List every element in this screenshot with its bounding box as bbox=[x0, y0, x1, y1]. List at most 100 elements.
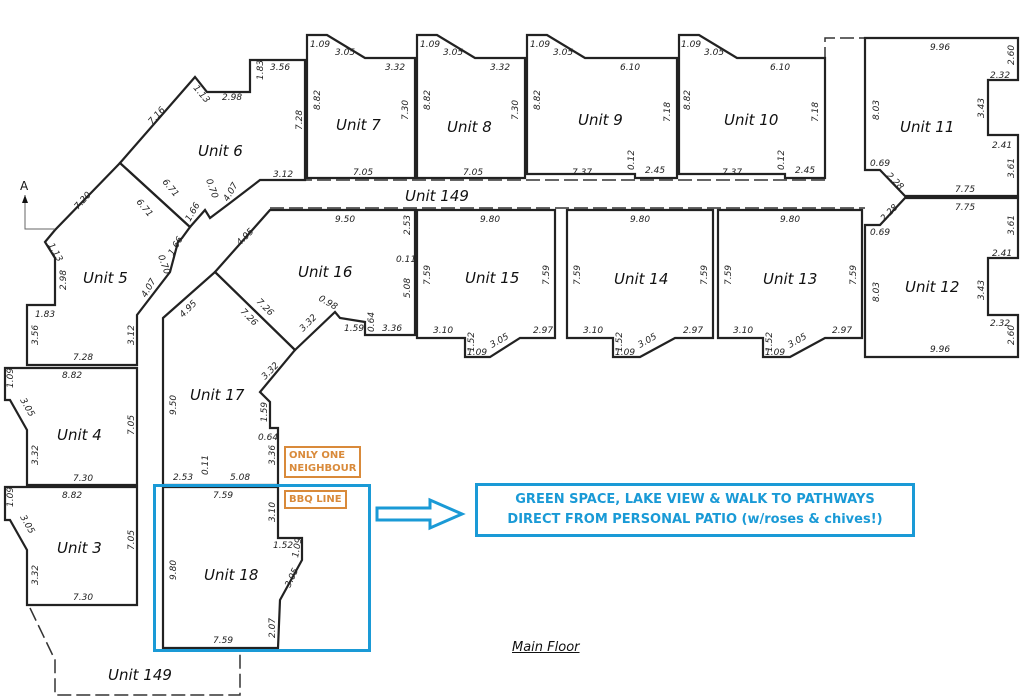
unit-18-highlight bbox=[153, 484, 371, 652]
dim: 1.09 bbox=[467, 348, 487, 358]
dim: 1.09 bbox=[765, 348, 785, 358]
dim: 7.30 bbox=[73, 474, 93, 484]
dim: 3.36 bbox=[382, 324, 402, 334]
dim: 3.61 bbox=[1007, 158, 1017, 178]
dim: 3.05 bbox=[17, 397, 36, 420]
dim: 6.10 bbox=[620, 63, 640, 73]
dim: 0.69 bbox=[870, 228, 890, 238]
dim: 8.82 bbox=[313, 90, 323, 110]
dim: 2.60 bbox=[1007, 45, 1017, 65]
dim: 3.10 bbox=[583, 326, 603, 336]
dim: 7.59 bbox=[724, 265, 734, 285]
callout-line: DIRECT FROM PERSONAL PATIO (w/roses & ch… bbox=[507, 512, 883, 527]
unit-15[interactable]: Unit 15 9.80 7.59 7.59 3.10 1.52 1.09 3.… bbox=[415, 208, 557, 359]
unit-149-bottom-label: Unit 149 bbox=[108, 666, 172, 684]
section-marker-a: A bbox=[20, 179, 55, 230]
dim: 3.32 bbox=[490, 63, 510, 73]
dim: 3.10 bbox=[433, 326, 453, 336]
dim: 2.53 bbox=[173, 473, 193, 483]
dim: 9.80 bbox=[480, 215, 500, 225]
unit-14[interactable]: Unit 14 9.80 7.59 7.59 3.10 1.52 1.09 3.… bbox=[565, 208, 715, 359]
note-line: NEIGHBOUR bbox=[289, 463, 357, 474]
unit-label: Unit 5 bbox=[83, 269, 128, 287]
dim: 3.32 bbox=[31, 445, 41, 465]
dim: 6.71 bbox=[160, 178, 181, 200]
dim: 8.82 bbox=[62, 491, 82, 501]
dim: 1.66 bbox=[184, 201, 203, 224]
dim: 2.97 bbox=[683, 326, 703, 336]
dim: 7.28 bbox=[73, 353, 93, 363]
dim: 8.82 bbox=[62, 371, 82, 381]
dim: 7.26 bbox=[238, 307, 259, 328]
dim: 1.09 bbox=[291, 537, 304, 559]
dim: 7.05 bbox=[127, 415, 137, 435]
dim: 7.59 bbox=[849, 265, 859, 285]
unit-9[interactable]: Unit 9 1.09 3.05 6.10 8.82 7.18 7.37 0.1… bbox=[525, 33, 679, 180]
dim: 2.97 bbox=[533, 326, 553, 336]
dim: 2.97 bbox=[832, 326, 852, 336]
unit-label: Unit 11 bbox=[900, 118, 954, 136]
dim: 2.53 bbox=[403, 215, 413, 235]
dim: 3.56 bbox=[270, 63, 290, 73]
dim: 3.05 bbox=[443, 48, 463, 58]
dim: 0.70 bbox=[155, 254, 171, 277]
arrow-up-icon bbox=[22, 195, 28, 203]
unit-label: Unit 17 bbox=[190, 386, 245, 404]
dim: 0.69 bbox=[870, 159, 890, 169]
dim: 0.11 bbox=[396, 255, 416, 265]
unit-16[interactable]: Unit 16 9.50 2.53 0.11 5.08 3.36 0.64 1.… bbox=[213, 208, 417, 352]
unit-label: Unit 6 bbox=[198, 142, 243, 160]
dim: 1.52 bbox=[467, 332, 477, 352]
unit-5[interactable]: Unit 5 7.20 1.13 2.98 1.83 3.56 7.28 3.1… bbox=[25, 161, 192, 367]
callout-line: GREEN SPACE, LAKE VIEW & WALK TO PATHWAY… bbox=[515, 492, 875, 507]
dim: 7.05 bbox=[463, 168, 483, 178]
dim: 7.28 bbox=[295, 110, 305, 130]
dim: 3.56 bbox=[31, 325, 41, 345]
unit-11[interactable]: Unit 11 9.96 2.60 2.32 3.43 2.41 3.61 7.… bbox=[863, 36, 1020, 198]
unit-label: Unit 16 bbox=[298, 263, 352, 281]
floor-title: Main Floor bbox=[512, 640, 580, 655]
unit-12[interactable]: Unit 12 7.75 3.61 2.41 3.43 2.32 2.60 9.… bbox=[863, 196, 1020, 359]
dim: 7.05 bbox=[353, 168, 373, 178]
note-line: ONLY ONE bbox=[289, 450, 346, 461]
unit-label: Unit 7 bbox=[336, 116, 381, 134]
dim: 6.71 bbox=[134, 198, 155, 220]
dim: 9.96 bbox=[930, 345, 950, 355]
dim: 7.59 bbox=[700, 265, 710, 285]
dim: 3.05 bbox=[489, 332, 512, 351]
dim: 9.50 bbox=[335, 215, 355, 225]
unit-4[interactable]: Unit 4 8.82 1.09 3.05 3.32 7.05 7.30 bbox=[3, 366, 139, 487]
dim: 2.98 bbox=[222, 93, 242, 103]
dim: 0.64 bbox=[258, 433, 278, 443]
unit-8[interactable]: Unit 8 1.09 3.05 3.32 8.82 7.30 7.05 bbox=[415, 33, 527, 180]
dim: 0.70 bbox=[203, 178, 219, 201]
dim: 3.10 bbox=[268, 502, 278, 522]
dim: 3.36 bbox=[268, 445, 278, 465]
unit-6[interactable]: Unit 6 7.16 1.13 2.98 1.83 3.56 7.28 3.1… bbox=[118, 58, 307, 229]
unit-17[interactable]: Unit 17 4.95 7.26 3.32 1.59 0.64 3.36 9.… bbox=[161, 270, 297, 487]
unit-13[interactable]: Unit 13 9.80 7.59 7.59 3.10 1.52 1.09 3.… bbox=[716, 208, 864, 359]
dim: 0.98 bbox=[317, 294, 340, 313]
unit-3[interactable]: Unit 3 8.82 1.09 3.05 3.32 7.05 7.30 bbox=[3, 485, 139, 607]
dim: 3.05 bbox=[17, 514, 36, 537]
right-arrow-icon bbox=[375, 497, 466, 531]
dim: 1.59 bbox=[260, 402, 270, 422]
dim: 5.08 bbox=[403, 278, 413, 298]
dim: 7.26 bbox=[254, 297, 275, 318]
dim: 3.12 bbox=[127, 325, 137, 345]
dim: 2.98 bbox=[59, 270, 69, 290]
unit-7[interactable]: Unit 7 1.09 3.05 3.32 8.82 7.30 7.05 bbox=[305, 33, 417, 180]
unit-18[interactable]: Unit 18 7.59 3.10 1.52 1.09 3.05 2.07 7.… bbox=[161, 485, 304, 650]
dim: 1.13 bbox=[45, 242, 64, 265]
dim: 9.80 bbox=[169, 560, 179, 580]
dim: 8.82 bbox=[683, 90, 693, 110]
dim: 5.08 bbox=[230, 473, 250, 483]
unit-label: Unit 8 bbox=[447, 118, 492, 136]
unit-149-label: Unit 149 bbox=[405, 187, 469, 205]
dim: 4.07 bbox=[140, 277, 159, 300]
only-one-neighbour-note: ONLY ONE NEIGHBOUR bbox=[284, 446, 362, 478]
unit-label: Unit 3 bbox=[57, 539, 102, 557]
unit-10[interactable]: Unit 10 1.09 3.05 6.10 8.82 7.18 7.37 0.… bbox=[677, 33, 827, 180]
dim: 3.43 bbox=[977, 280, 987, 300]
